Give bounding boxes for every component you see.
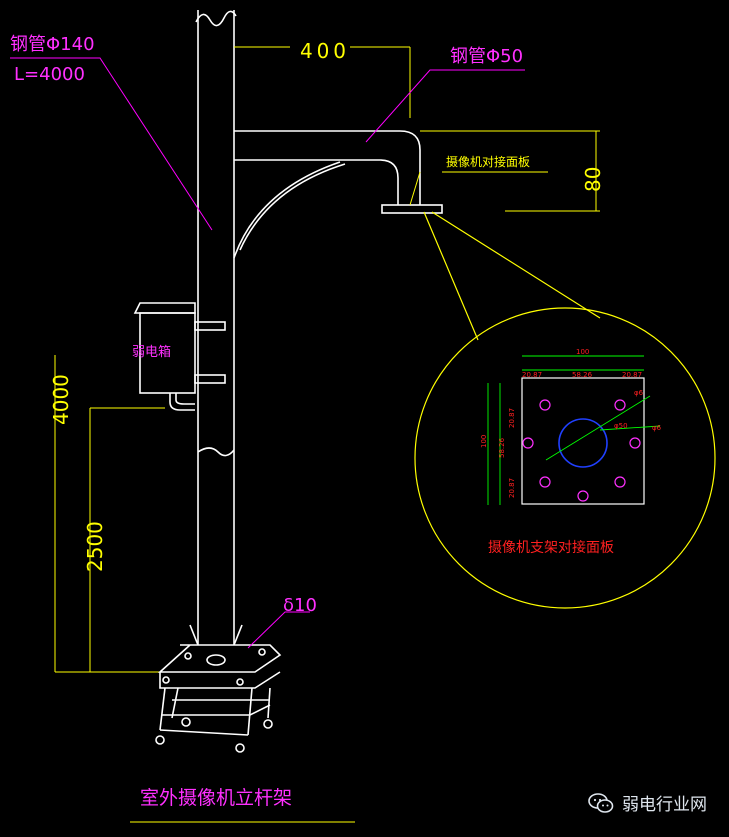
detail-callout xyxy=(414,211,716,609)
dim-2500-text: 2500 xyxy=(83,521,107,572)
main-pipe-label: 钢管Φ140 xyxy=(10,34,95,55)
camera-mount-plate xyxy=(381,204,443,214)
camera-plate-leader xyxy=(409,171,421,206)
camera-arm xyxy=(233,130,421,259)
detail-dim-side-total: 100 xyxy=(480,435,488,448)
weld-label: δ10 xyxy=(283,595,317,616)
pole-base xyxy=(155,624,282,753)
detail-dim-top: 100 xyxy=(576,348,589,356)
main-pole xyxy=(195,10,237,645)
watermark-text: 弱电行业网 xyxy=(622,795,707,815)
detail-dim-diag3: φ50 xyxy=(614,422,628,430)
arm-pipe-label: 钢管Φ50 xyxy=(450,46,523,67)
dim-80-text: 80 xyxy=(581,167,605,192)
drawing-title: 室外摄像机立杆架 xyxy=(140,787,292,809)
dim-4000-text: 4000 xyxy=(49,374,73,425)
weak-current-box-label: 弱电箱 xyxy=(132,344,171,360)
detail-title: 摄像机支架对接面板 xyxy=(488,539,614,556)
detail-dim-diag1: φ6 xyxy=(634,389,644,397)
detail-plate: 100 20.87 58.26 20.87 100 20.87 58.26 20… xyxy=(480,348,662,505)
detail-dim-side-c: 20.87 xyxy=(508,478,516,498)
detail-dim-seg-mid: 58.26 xyxy=(572,371,593,379)
dim-400-text: 400 xyxy=(300,39,346,63)
detail-dim-side-b: 58.26 xyxy=(498,437,506,458)
detail-dim-diag2: φ6 xyxy=(652,424,662,432)
camera-plate-label: 摄像机对接面板 xyxy=(446,154,530,169)
wechat-icon xyxy=(588,792,614,813)
watermark: 弱电行业网 xyxy=(588,790,707,815)
weld-leader xyxy=(247,611,310,649)
pole-label-leader xyxy=(10,57,525,231)
main-length-label: L=4000 xyxy=(14,64,85,85)
dimension-verticals xyxy=(54,355,165,673)
detail-dim-seg-right: 20.87 xyxy=(622,371,642,379)
detail-dim-seg-left: 20.87 xyxy=(522,371,542,379)
dimension-400 xyxy=(234,46,411,118)
weak-current-box xyxy=(133,302,226,411)
dimension-80 xyxy=(420,130,600,212)
detail-dim-side-a: 20.87 xyxy=(508,408,516,428)
